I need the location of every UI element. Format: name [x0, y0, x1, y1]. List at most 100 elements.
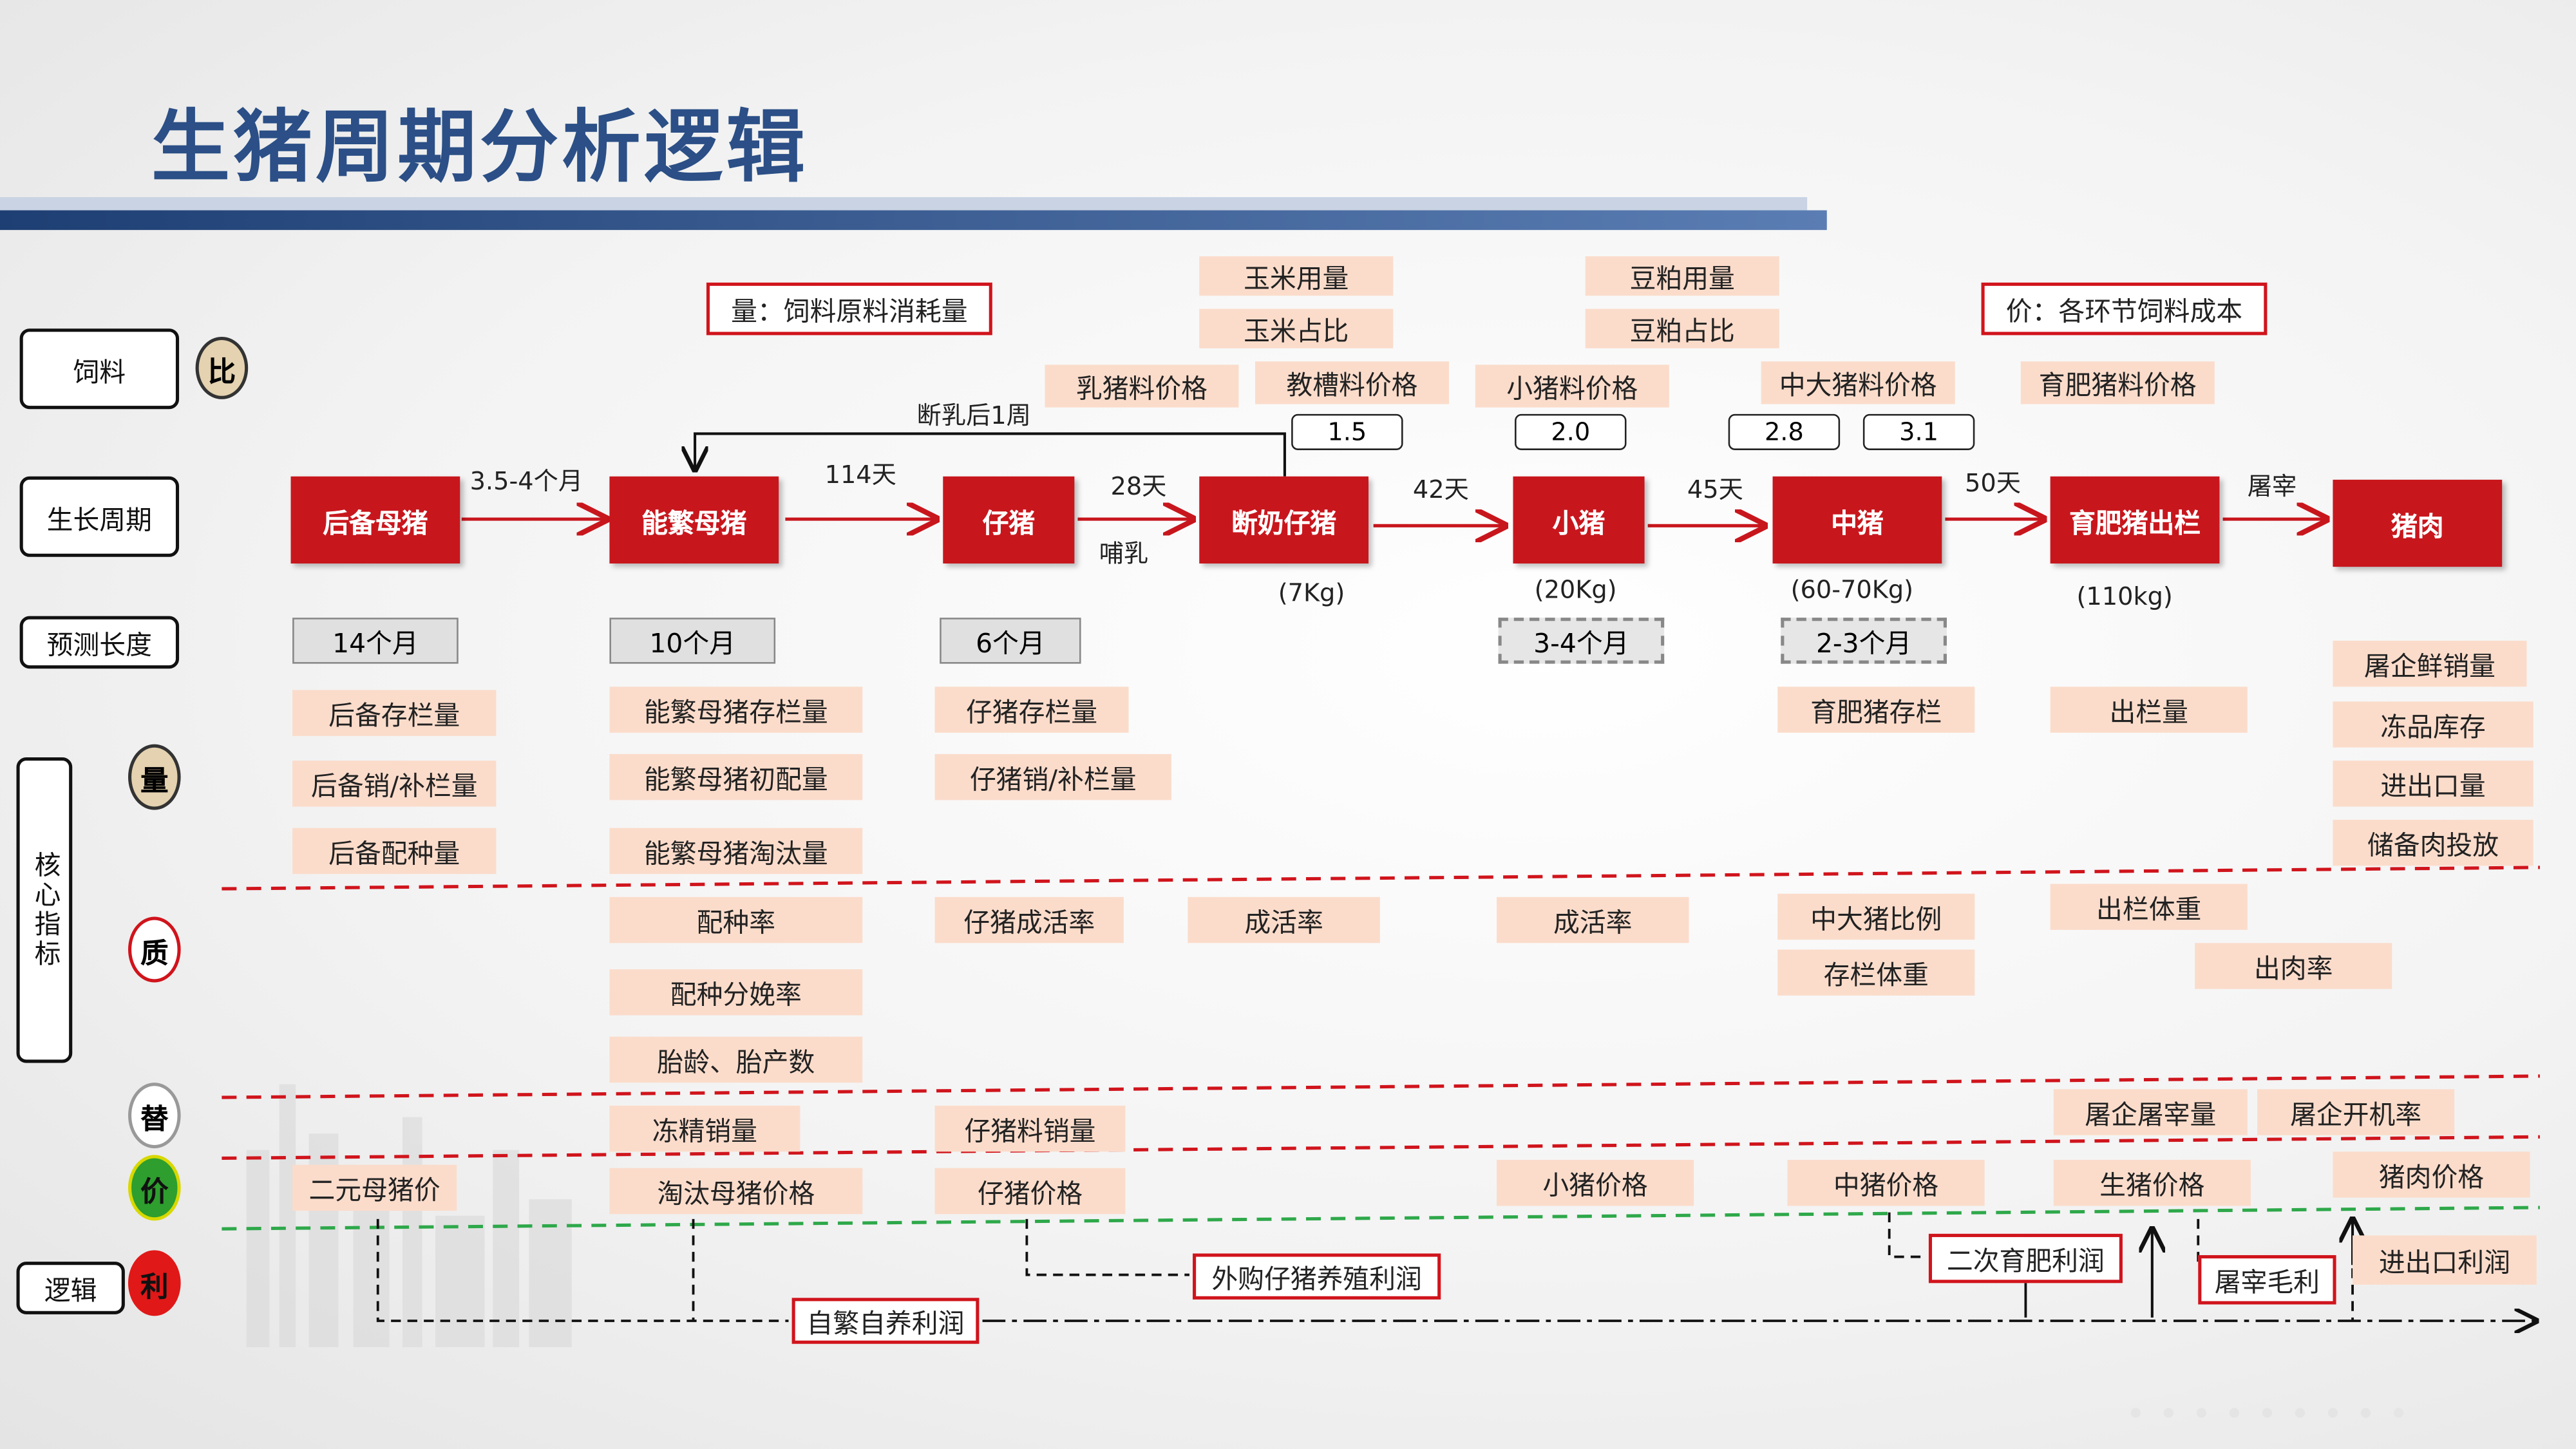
corn-usage: 玉米用量 — [1199, 256, 1394, 296]
link-label-3-5-4-months: 3.5-4个月 — [469, 466, 583, 497]
profit-import-export: 进出口利润 — [2353, 1235, 2537, 1285]
weight-out: (110kg) — [2076, 582, 2173, 611]
weight-mid: (60-70Kg) — [1790, 574, 1914, 605]
profit-bought-piglet: 外购仔猪养殖利润 — [1193, 1253, 1441, 1300]
substitute-slaughter-qty: 屠企屠宰量 — [2053, 1089, 2248, 1135]
soy-usage: 豆粕用量 — [1585, 256, 1779, 296]
qty-fattening-stock: 育肥猪存栏 — [1777, 687, 1975, 733]
arrow-weaning-return — [695, 432, 1286, 477]
ratio-value-2: 2.0 — [1515, 413, 1627, 450]
title-underline — [0, 210, 1827, 231]
circle-price: 价 — [128, 1155, 181, 1221]
forecast-reserve: 14个月 — [292, 618, 459, 664]
circle-ratio: 比 — [195, 336, 249, 399]
stage-fattening-out: 育肥猪出栏 — [2050, 476, 2220, 564]
row-label-core-indicators: 核心指标 — [16, 757, 73, 1063]
qty-import-export: 进出口量 — [2333, 761, 2533, 807]
profit-second-fattening: 二次育肥利润 — [1928, 1233, 2123, 1283]
stage-reserve-sow: 后备母猪 — [290, 476, 460, 564]
qty-piglet-stock: 仔猪存栏量 — [934, 687, 1129, 733]
qty-sow-cull: 能繁母猪淘汰量 — [609, 828, 863, 875]
substitute-semen-sales: 冻精销量 — [609, 1105, 800, 1152]
qty-reserve-mating: 后备配种量 — [292, 828, 497, 875]
quality-mating-rate: 配种率 — [609, 896, 863, 943]
nursing-label: 哺乳 — [1099, 538, 1149, 569]
link-label-42-days: 42天 — [1412, 475, 1469, 505]
quality-stock-weight: 存栏体重 — [1777, 949, 1975, 996]
feed-price-small: 小猪料价格 — [1475, 365, 1669, 408]
stage-breeding-sow: 能繁母猪 — [609, 476, 779, 564]
weight-small: (20Kg) — [1534, 574, 1617, 605]
forecast-mid: 2-3个月 — [1781, 618, 1947, 664]
title-underline-light — [0, 197, 1808, 211]
feed-price-creep: 教槽料价格 — [1255, 361, 1449, 404]
quality-out-weight: 出栏体重 — [2050, 884, 2248, 930]
qty-fresh-sales: 屠企鲜销量 — [2333, 640, 2527, 687]
qty-frozen-stock: 冻品库存 — [2333, 701, 2533, 748]
price-piglet: 仔猪价格 — [934, 1168, 1126, 1215]
profit-slaughter-margin: 屠宰毛利 — [2198, 1255, 2336, 1305]
price-live-hog: 生猪价格 — [2053, 1160, 2251, 1206]
stage-small-pig: 小猪 — [1513, 476, 1645, 564]
stage-mid-pig: 中猪 — [1772, 476, 1942, 564]
qty-sow-stock: 能繁母猪存栏量 — [609, 687, 863, 733]
qty-piglet-sales: 仔猪销/补栏量 — [934, 753, 1171, 800]
row-label-growth-cycle: 生长周期 — [19, 476, 180, 557]
qty-sow-first-mating: 能繁母猪初配量 — [609, 753, 863, 800]
soy-ratio: 豆粕占比 — [1585, 308, 1779, 348]
circle-substitute: 替 — [128, 1083, 181, 1149]
quality-small-survival: 成活率 — [1496, 896, 1689, 943]
ratio-value-4: 3.1 — [1862, 413, 1975, 450]
row-label-feed: 饲料 — [19, 328, 180, 410]
separator-quality-substitute — [222, 1074, 2540, 1099]
price-cull-sow: 淘汰母猪价格 — [609, 1168, 863, 1215]
stage-piglet: 仔猪 — [943, 476, 1075, 564]
circle-quality: 质 — [128, 916, 181, 983]
stage-pork: 猪肉 — [2333, 479, 2503, 567]
price-small-pig: 小猪价格 — [1496, 1160, 1694, 1206]
feed-price-suckling: 乳猪料价格 — [1045, 365, 1239, 408]
price-mid-pig: 中猪价格 — [1787, 1160, 1985, 1206]
quality-meat-rate: 出肉率 — [2195, 943, 2392, 989]
row-label-logic: 逻辑 — [16, 1262, 125, 1314]
price-gilt: 二元母猪价 — [292, 1164, 457, 1211]
page-title: 生猪周期分析逻辑 — [151, 102, 809, 194]
link-label-50-days: 50天 — [1965, 468, 2021, 498]
feed-quantity-box: 量：饲料原料消耗量 — [706, 282, 992, 336]
qty-slaughter-out: 出栏量 — [2050, 687, 2248, 733]
price-pork: 猪肉价格 — [2333, 1151, 2530, 1198]
substitute-slaughter-rate: 屠企开机率 — [2257, 1089, 2455, 1135]
row-label-forecast: 预测长度 — [19, 616, 180, 669]
qty-reserve-meat: 储备肉投放 — [2333, 819, 2533, 866]
circle-profit: 利 — [128, 1250, 181, 1316]
feed-price-box: 价：各环节饲料成本 — [1981, 282, 2268, 336]
separator-quantity-quality — [222, 866, 2540, 891]
qty-reserve-stock: 后备存栏量 — [292, 690, 497, 736]
quality-mid-ratio: 中大猪比例 — [1777, 893, 1975, 940]
substitute-piglet-feed: 仔猪料销量 — [934, 1105, 1126, 1152]
corn-ratio: 玉米占比 — [1199, 308, 1394, 348]
weight-weaned: (7Kg) — [1278, 578, 1345, 608]
separator-price-profit — [222, 1206, 2540, 1231]
link-label-slaughter: 屠宰 — [2247, 471, 2297, 502]
feed-price-fattening: 育肥猪料价格 — [2020, 361, 2215, 404]
link-label-28-days: 28天 — [1110, 471, 1167, 502]
forecast-breeding: 10个月 — [609, 618, 776, 664]
qty-reserve-sales: 后备销/补栏量 — [292, 761, 497, 807]
stage-weaned-piglet: 断奶仔猪 — [1199, 476, 1368, 564]
profit-self-breeding: 自繁自养利润 — [791, 1298, 980, 1344]
weaning-note: 断乳后1周 — [916, 401, 1031, 431]
ratio-value-3: 2.8 — [1728, 413, 1841, 450]
feed-price-mid: 中大猪料价格 — [1761, 361, 1955, 404]
quality-piglet-survival: 仔猪成活率 — [934, 896, 1124, 943]
quality-weaned-survival: 成活率 — [1188, 896, 1380, 943]
quality-parity: 胎龄、胎产数 — [609, 1036, 863, 1083]
quality-farrowing-rate: 配种分娩率 — [609, 969, 863, 1016]
circle-quantity: 量 — [128, 744, 181, 810]
ratio-value-1: 1.5 — [1291, 413, 1403, 450]
forecast-small: 3-4个月 — [1498, 618, 1665, 664]
link-label-114-days: 114天 — [824, 460, 896, 490]
link-label-45-days: 45天 — [1687, 475, 1743, 505]
separator-substitute-price — [222, 1135, 2540, 1160]
